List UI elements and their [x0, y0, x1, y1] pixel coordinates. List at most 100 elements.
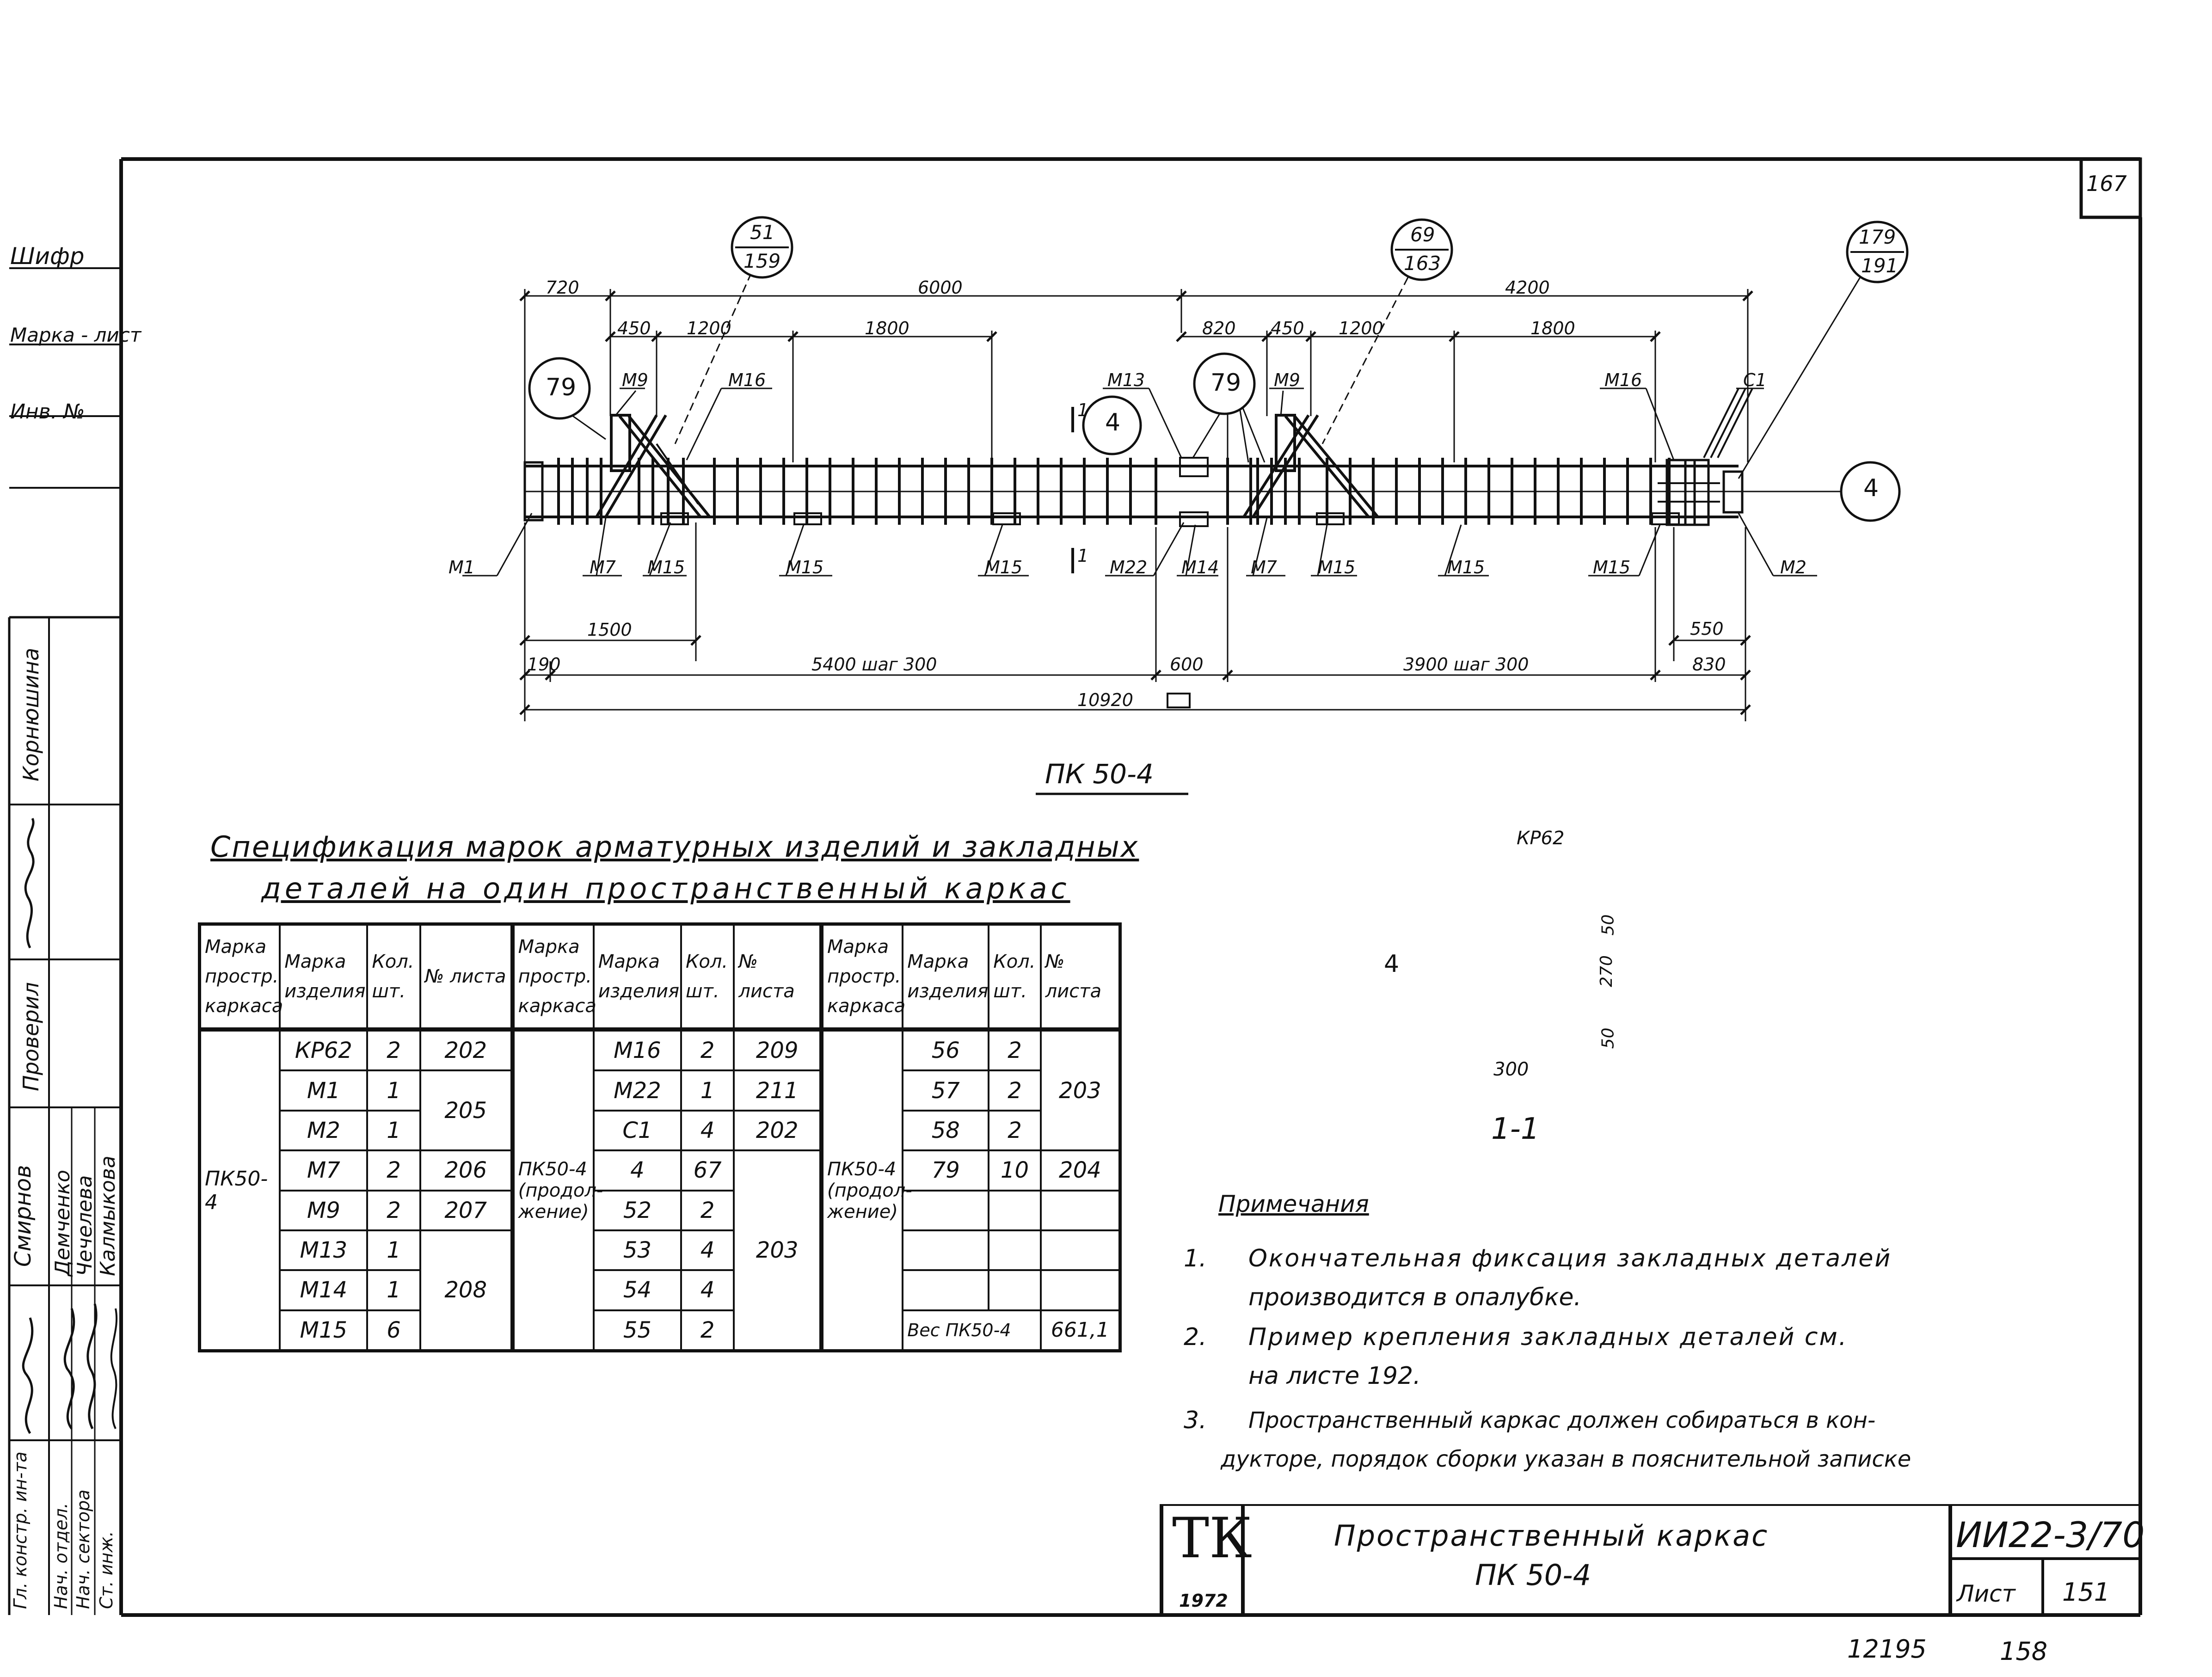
note-1-num: 1.: [1184, 1245, 1207, 1272]
label-m15-a: М15: [647, 557, 685, 577]
cell: 203: [733, 1149, 823, 1352]
group2-frame: ПК50-4 (продол- жение): [510, 1028, 603, 1352]
dimension-tick: [1150, 670, 1161, 681]
title-line1: Пространственный каркас: [1334, 1519, 1769, 1553]
notes-title: Примечания: [1218, 1191, 1369, 1217]
dimension-tick: [1740, 704, 1751, 715]
cell: М9: [279, 1189, 369, 1231]
dimension-tick: [1740, 635, 1751, 646]
cell: 204: [1039, 1149, 1121, 1192]
dim-3900: 3900 шаг 300: [1403, 654, 1529, 675]
label-m13: М13: [1107, 370, 1145, 390]
callout-69: 69: [1410, 223, 1435, 246]
cell: [988, 1229, 1042, 1272]
strip-role-2: Нач. сектора: [73, 1489, 93, 1609]
dimension-tick: [1176, 290, 1187, 301]
dimension-tick: [690, 635, 701, 646]
cell: 52: [592, 1189, 682, 1231]
title-line2: ПК 50-4: [1475, 1558, 1591, 1592]
strip-role-1: Нач. отдел.: [51, 1503, 71, 1609]
dim-720: 720: [546, 277, 579, 298]
dimension-tick: [651, 331, 662, 342]
label-m9: М9: [622, 370, 648, 390]
section-dim-300: 300: [1493, 1059, 1529, 1080]
cell: КР62: [279, 1028, 369, 1072]
h-item-1: Марка изделия: [279, 923, 369, 1031]
cell: 54: [592, 1269, 682, 1311]
dimension-tick: [519, 670, 530, 681]
label-m14: М14: [1181, 557, 1219, 577]
cell: 2: [680, 1309, 735, 1352]
weight-label: Вес ПК50-4: [902, 1309, 1042, 1352]
strip-checker-name: Корнюшина: [18, 647, 43, 781]
dimension-tick: [1742, 290, 1753, 301]
cell: М13: [279, 1229, 369, 1272]
footer-right-number: 158: [2000, 1637, 2048, 1666]
cell: 4: [680, 1109, 735, 1152]
cell: 58: [902, 1109, 990, 1152]
cell: [902, 1269, 990, 1311]
drawing-title: ПК 50-4: [1045, 758, 1154, 790]
dim-1800a: 1800: [865, 318, 909, 338]
bubble-4-right: 4: [1863, 474, 1879, 502]
cell: 202: [733, 1109, 823, 1152]
cell: 6: [366, 1309, 421, 1352]
label-m15-e: М15: [1447, 557, 1485, 577]
section-dim-50a: 50: [1598, 914, 1618, 936]
cell: М22: [592, 1069, 682, 1112]
cell: 55: [592, 1309, 682, 1352]
bubble-4-mid: 4: [1105, 409, 1121, 436]
note-3-line1: Пространственный каркас должен собиратьс…: [1248, 1407, 1876, 1433]
label-m9b: М9: [1274, 370, 1300, 390]
dimension-tick: [1668, 635, 1679, 646]
table-row: ПК50-4 КР62 2 202 ПК50-4 (продол- жение)…: [198, 1028, 1121, 1352]
sheet-value: 151: [2062, 1578, 2110, 1607]
cell: 211: [733, 1069, 823, 1112]
cell: 56: [902, 1028, 990, 1072]
frame-elevation-drawing: [462, 216, 1909, 795]
strip-name-3: Калмыкова: [96, 1155, 120, 1276]
strip-role-3: Ст. инж.: [96, 1531, 117, 1609]
h-frame-3: Марка простр. каркаса: [819, 923, 905, 1031]
dim-5400: 5400 шаг 300: [811, 654, 937, 675]
cell: 208: [419, 1229, 514, 1352]
dimension-tick: [519, 290, 530, 301]
spec-table: Марка простр. каркаса Марка изделия Кол.…: [198, 922, 1122, 1352]
label-m15-c: М15: [985, 557, 1023, 577]
cell: 203: [1039, 1028, 1121, 1152]
label-m22: М22: [1110, 557, 1148, 577]
cell: [1039, 1269, 1121, 1311]
spec-header-row: Марка простр. каркаса Марка изделия Кол.…: [198, 923, 1121, 1031]
cell: 1: [366, 1269, 421, 1311]
bubble-79-left: 79: [546, 374, 577, 401]
table-row: М14 1 54 4: [200, 1269, 1121, 1311]
h-qty-2: Кол. шт.: [680, 923, 735, 1031]
dimension-tick: [787, 331, 799, 342]
h-item-2: Марка изделия: [592, 923, 682, 1031]
h-item-3: Марка изделия: [902, 923, 990, 1031]
h-frame-2: Марка простр. каркаса: [510, 923, 596, 1031]
cell: 205: [419, 1069, 514, 1152]
dim-830: 830: [1692, 654, 1726, 675]
dim-1500: 1500: [587, 620, 632, 640]
cell: [988, 1189, 1042, 1231]
cell: 202: [419, 1028, 514, 1072]
callout-51: 51: [750, 221, 775, 244]
cell: 2: [366, 1028, 421, 1072]
h-frame-1: Марка простр. каркаса: [198, 923, 283, 1031]
dim-4200: 4200: [1505, 277, 1550, 298]
section-mark-bottom: 1: [1077, 546, 1089, 566]
strip-signatures: [22, 1303, 118, 1434]
weight-value: 661,1: [1039, 1309, 1121, 1352]
table-row: М2 1 С1 4 202 58 2: [200, 1109, 1120, 1152]
cell: 53: [592, 1229, 682, 1272]
note-1-line2: производится в опалубке.: [1248, 1284, 1582, 1311]
label-m7b: М7: [1251, 557, 1277, 577]
table-row: М9 2 207 52 2: [200, 1189, 1121, 1231]
dim-6000: 6000: [918, 277, 963, 298]
cell: 1: [366, 1069, 421, 1112]
h-sheet-3: № листа: [1039, 923, 1121, 1031]
group3-frame: ПК50-4 (продол- жение): [819, 1028, 912, 1352]
strip-cipher-label: Шифр: [10, 243, 85, 270]
